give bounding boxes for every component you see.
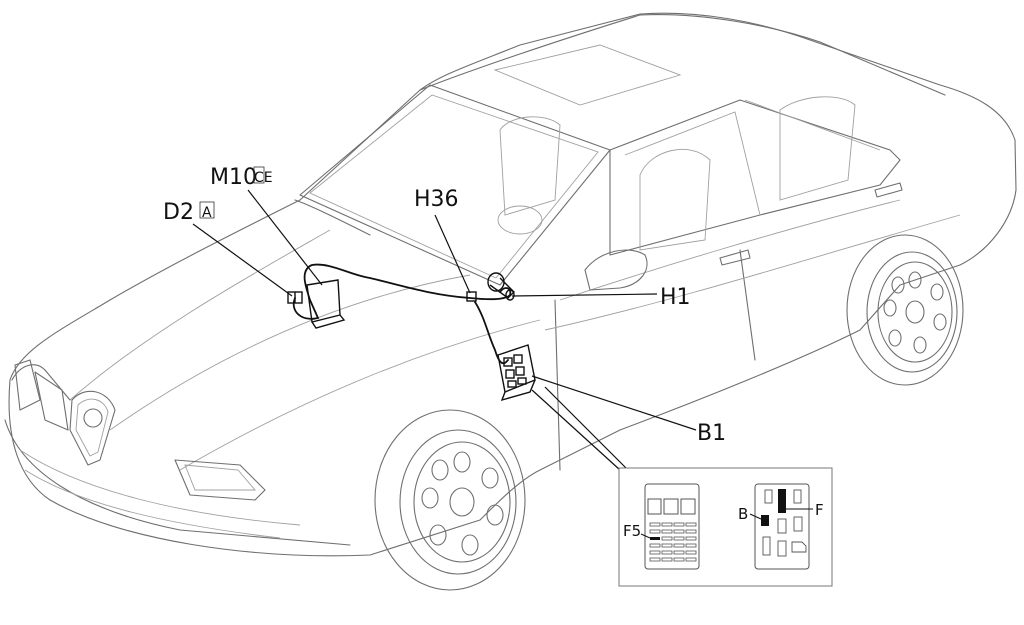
fuse-panel-front: F5 [623, 483, 700, 570]
relay-b-highlight [761, 515, 769, 526]
relay-f-highlight [778, 489, 786, 513]
label-d2-suffix: A [202, 205, 212, 221]
connector-d2 [287, 291, 303, 304]
label-f5: F5 [623, 522, 641, 540]
label-h36: H36 [414, 187, 459, 212]
rear-wheel [846, 234, 964, 386]
wiring-harness [292, 263, 512, 365]
fuse-box-detail-inset: F5 B F [618, 467, 833, 587]
callout-labels: M10 CE D2 A H36 H1 B1 [163, 165, 726, 446]
fuse-f5-highlight [650, 537, 660, 540]
fuse-panel-relays: B F [738, 483, 824, 570]
label-m10-suffix: CE [254, 170, 273, 186]
label-m10: M10 [210, 165, 257, 190]
control-unit-m10 [306, 279, 346, 329]
switch-h36 [466, 291, 477, 302]
car-illustration [4, 12, 1017, 591]
label-b1: B1 [697, 421, 726, 446]
front-wheel [374, 409, 526, 591]
glyph-box [253, 166, 265, 184]
fuse-box-b1 [497, 344, 536, 402]
label-b: B [738, 505, 748, 523]
ignition-switch-h1 [487, 272, 515, 301]
label-d2: D2 [163, 200, 194, 225]
leader-lines [192, 189, 697, 471]
label-h1: H1 [660, 285, 691, 310]
glyph-box [199, 201, 215, 219]
label-f: F [815, 501, 824, 519]
